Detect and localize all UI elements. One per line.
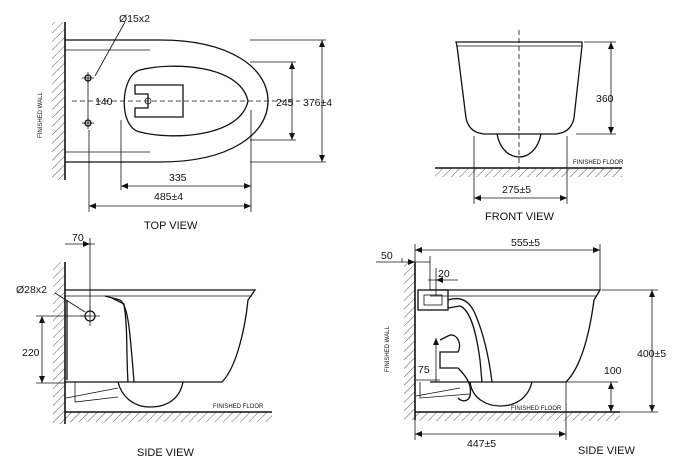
side-right-wall-offset-dim: 50 — [381, 250, 393, 262]
side-left-wall-hatch — [53, 262, 65, 424]
top-seat-hinge — [134, 84, 184, 118]
front-floor-label: FINISHED FLOOR — [573, 160, 624, 166]
side-right-bowl-outline — [430, 289, 602, 383]
side-right-trap — [439, 334, 472, 402]
side-left-floor-hatch — [65, 412, 272, 422]
side-left-offset-dim: 70 — [72, 232, 84, 244]
top-spacing-dim: 140 — [95, 96, 113, 108]
front-trap — [496, 133, 542, 158]
top-wall-hatch — [52, 22, 65, 180]
top-seat-width-dim: 245 — [276, 97, 294, 109]
front-bowl-outline — [455, 41, 583, 135]
side-right-rim-height-dim: 400±5 — [637, 348, 666, 360]
front-view-caption: FRONT VIEW — [485, 211, 554, 223]
top-wall-label: FINISHED WALL — [38, 92, 44, 138]
side-left-inner-wall — [104, 295, 135, 383]
front-floor-hatch — [435, 168, 622, 177]
side-right-outlet-offset-dim: 20 — [438, 268, 450, 280]
side-right-inlet-height-dim: 75 — [418, 364, 430, 376]
side-left-holes-dim: Ø28x2 — [16, 284, 47, 296]
side-right-inlet-box — [417, 289, 449, 311]
side-right-inner-channel — [447, 297, 493, 383]
top-holes-dim: Ø15x2 — [119, 13, 150, 25]
side-right-floor-hatch — [415, 412, 620, 421]
top-inner-length-dim: 335 — [169, 172, 187, 184]
side-right-wall-label: FINISHED WALL — [385, 326, 391, 372]
side-right-wall-hatch — [404, 262, 415, 420]
side-left-trap — [117, 381, 184, 408]
front-height-dim: 360 — [596, 93, 614, 105]
front-base-width-dim: 275±5 — [502, 184, 531, 196]
top-view-caption: TOP VIEW — [144, 220, 198, 232]
front-view: FINISHED FLOOR 360 275±5 FRONT VIEW — [435, 30, 624, 223]
side-left-bowl-outline — [65, 289, 257, 383]
top-overall-width-dim: 376±4 — [303, 97, 332, 109]
side-right-outlet-height-dim: 100 — [604, 365, 622, 377]
side-right-floor-length-dim: 447±5 — [467, 438, 496, 450]
side-left-height-dim: 220 — [22, 347, 40, 359]
side-left-floor-label: FINISHED FLOOR — [213, 404, 264, 410]
side-right-overall-length-dim: 555±5 — [511, 237, 540, 249]
side-right-view-caption: SIDE VIEW — [578, 445, 635, 457]
top-view: FINISHED WALL Ø15x2 140 245 — [38, 13, 332, 232]
side-left-view-caption: SIDE VIEW — [137, 447, 194, 459]
side-view-left: FINISHED FLOOR Ø28x2 70 220 SIDE VIEW — [16, 232, 272, 459]
side-view-right: FINISHED WALL FINISHED FLOOR 50 20 — [376, 237, 666, 457]
side-left-holes-leader — [54, 292, 86, 313]
side-right-floor-label: FINISHED FLOOR — [511, 406, 562, 412]
top-holes-leader — [94, 21, 126, 77]
top-overall-length-dim: 485±4 — [154, 191, 183, 203]
top-bowl-opening — [123, 65, 249, 137]
